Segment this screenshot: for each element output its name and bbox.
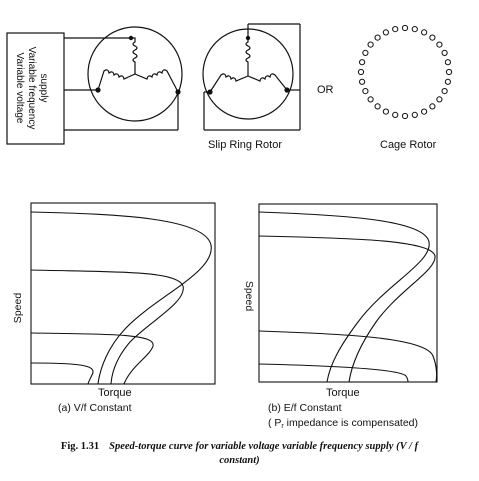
supply-wires (64, 37, 179, 131)
supply-line-3: supply (38, 74, 49, 103)
figure-caption-line-1: Speed-torque curve for variable voltage … (109, 441, 419, 452)
graph-a-curve-1 (30, 211, 212, 385)
cage-bar (392, 111, 399, 119)
cage-bar (429, 103, 436, 110)
graph-b-curves (258, 211, 438, 383)
cage-bar (444, 78, 451, 85)
cage-bar (429, 34, 436, 41)
graph-a-curve-4 (30, 362, 94, 385)
supply-line-2: Variable frequency (26, 47, 37, 130)
figure-caption-line-2: constant) (219, 455, 260, 466)
cage-bar (392, 26, 399, 33)
cage-rotor (357, 24, 453, 120)
cage-bar (374, 34, 381, 41)
cage-bar (444, 59, 451, 66)
or-label: OR (317, 84, 334, 96)
cage-bar (367, 41, 374, 48)
graph-a-frame (30, 202, 216, 385)
cage-bar (441, 49, 448, 57)
graph-b-frame (258, 203, 438, 383)
cage-bar (441, 88, 448, 95)
graph-b-note: ( Pr impedance is compensated) (268, 417, 418, 430)
slip-ring-rotor-label: Slip Ring Rotor (208, 139, 282, 151)
cage-bar (436, 96, 443, 103)
figure-number: Fig. 1.31 (60, 441, 100, 452)
supply-line-1: Variable voltage (14, 53, 25, 124)
graph-a-caption: (a) V/f Constant (58, 402, 132, 414)
graph-b-curve-3 (258, 330, 438, 383)
graph-b-xlabel: Torque (326, 387, 360, 399)
graph-b-curve-4 (258, 363, 409, 383)
cage-bar (411, 26, 418, 33)
graph-b-curve-2 (258, 235, 436, 383)
cage-bar (421, 29, 428, 36)
cage-bar (421, 108, 428, 115)
cage-bar (411, 111, 418, 119)
cage-bar (362, 49, 369, 57)
graph-b-ylabel: Speed (243, 281, 255, 312)
slip-ring-wires (203, 23, 301, 131)
figure-caption: Fig. 1.31 Speed-torque curve for variable… (0, 440, 479, 453)
cage-bar (359, 78, 366, 85)
figure-caption-2: constant) (0, 454, 479, 467)
cage-bar (357, 68, 365, 76)
slip-ring-rotor (202, 28, 294, 120)
cage-bar (401, 24, 409, 32)
cage-bar (359, 59, 366, 66)
graph-a-curves (30, 211, 212, 385)
cage-bar (374, 103, 381, 110)
cage-bar (382, 29, 389, 36)
cage-bar (445, 68, 453, 76)
graph-b-curve-1 (258, 211, 430, 383)
graph-a-curve-3 (30, 332, 154, 385)
supply-label: Variable voltage Variable frequency supp… (14, 47, 49, 130)
cage-bar (362, 88, 369, 95)
graph-b-caption: (b) E/f Constant (268, 402, 342, 414)
cage-rotor-label: Cage Rotor (380, 139, 437, 151)
graph-a-ylabel: Speed (12, 293, 24, 324)
cage-bar (367, 96, 374, 103)
cage-bar (382, 108, 389, 115)
cage-bar (401, 112, 409, 120)
supply-box (6, 32, 65, 145)
stator (87, 26, 183, 122)
graph-a-curve-2 (30, 269, 184, 385)
cage-bar (436, 41, 443, 48)
graph-a-xlabel: Torque (98, 387, 132, 399)
